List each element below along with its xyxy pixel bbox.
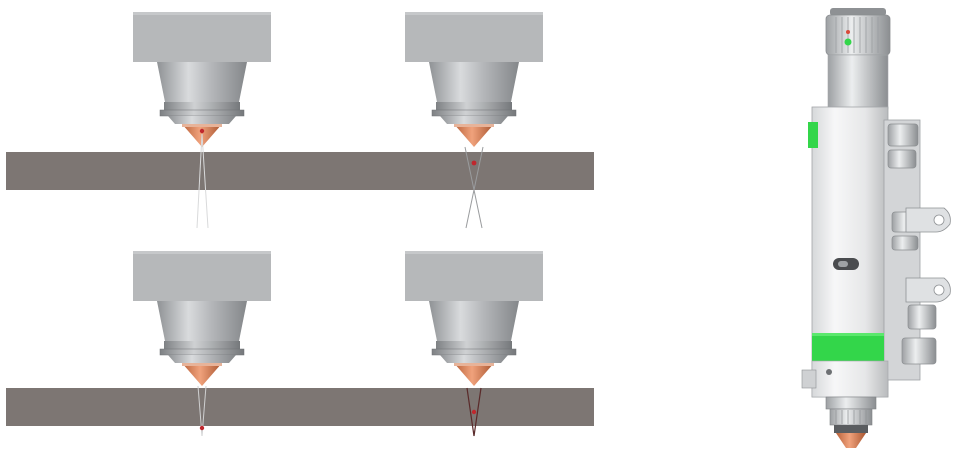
focus-point: [471, 160, 477, 166]
laser-beam: [466, 387, 482, 437]
status-led-green: [844, 38, 852, 46]
panel-top-right: [404, 11, 544, 229]
panel-top-left: [6, 11, 594, 229]
cutting-head: [132, 11, 272, 148]
laser-beam: [464, 146, 484, 229]
status-led-red: [846, 30, 850, 34]
focus-point: [199, 425, 205, 431]
panel-bottom-right: [404, 250, 544, 437]
focus-point: [199, 128, 205, 134]
green-band: [812, 333, 884, 361]
laser-cutting-head-device: [801, 8, 951, 448]
cutting-head: [132, 250, 272, 387]
metal-plate: [6, 152, 594, 190]
green-tab-icon: [808, 122, 818, 148]
cutting-head: [404, 250, 544, 387]
laser-beam: [196, 133, 209, 229]
panel-bottom-left: [6, 250, 594, 437]
focus-point: [471, 409, 477, 415]
metal-plate: [6, 388, 594, 426]
cutting-head: [404, 11, 544, 148]
copper-nozzle-icon: [836, 433, 866, 448]
